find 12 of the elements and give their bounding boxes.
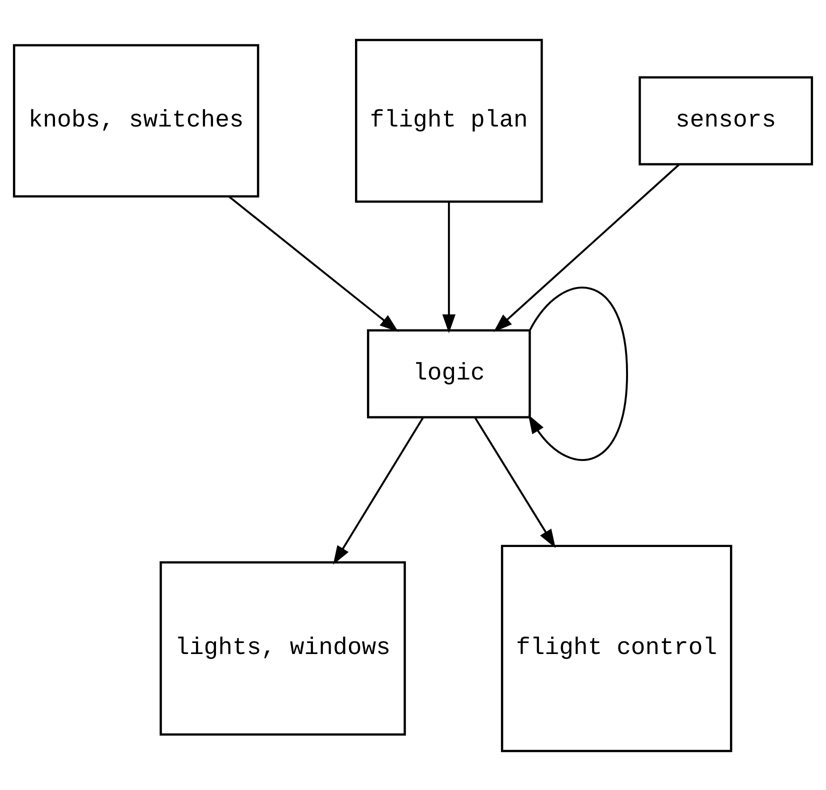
node-box: sensors bbox=[638, 76, 814, 165]
node-box: flight plan bbox=[355, 38, 543, 202]
arrow bbox=[474, 416, 556, 548]
node-box: lights, windows bbox=[160, 560, 406, 736]
arrow bbox=[528, 286, 628, 460]
node-box: flight control bbox=[500, 544, 732, 752]
arrow bbox=[493, 164, 680, 332]
node-box: logic bbox=[366, 328, 531, 418]
arrow bbox=[228, 195, 399, 332]
arrow bbox=[442, 202, 456, 333]
arrow bbox=[333, 416, 424, 564]
node-box: knobs, switches bbox=[12, 44, 260, 198]
